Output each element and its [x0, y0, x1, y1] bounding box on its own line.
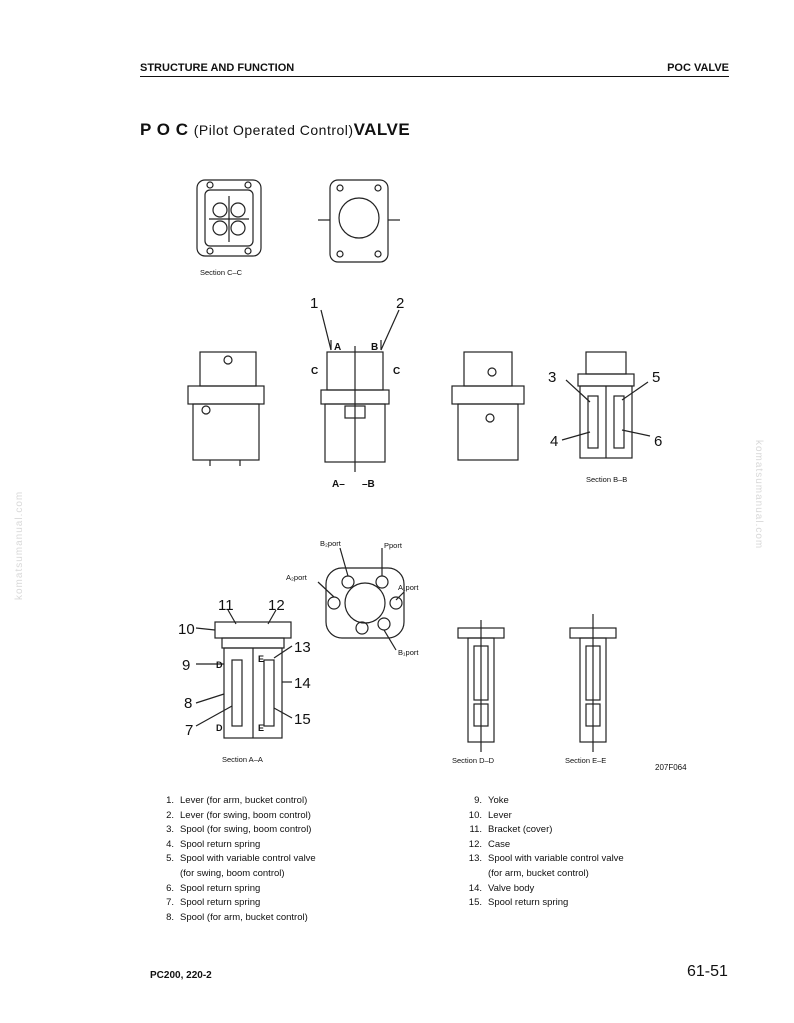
- page-header: STRUCTURE AND FUNCTION POC VALVE: [140, 62, 729, 77]
- label-section-bb: Section B–B: [586, 475, 627, 484]
- legend-item: 8.Spool (for arm, bucket control): [166, 911, 308, 923]
- view-section-aa: [195, 609, 293, 739]
- mark-c-right: C: [393, 366, 400, 377]
- port-b1: B₁port: [398, 648, 419, 657]
- view-top-plan: [318, 179, 400, 263]
- mark-a-top: A: [334, 342, 341, 353]
- figure-code: 207F064: [655, 763, 687, 772]
- view-section-cc: [196, 179, 262, 257]
- legend-item: 2.Lever (for swing, boom control): [166, 809, 311, 821]
- title-end: VALVE: [353, 120, 411, 139]
- callout-8: 8: [184, 695, 192, 712]
- footer-model: PC200, 220-2: [150, 970, 212, 981]
- view-side-left: [187, 351, 265, 466]
- callout-10: 10: [178, 621, 195, 638]
- legend-item: 10.Lever: [468, 809, 512, 821]
- header-section-title: STRUCTURE AND FUNCTION: [140, 62, 295, 74]
- callout-15: 15: [294, 711, 311, 728]
- legend-item: 4.Spool return spring: [166, 838, 261, 850]
- legend-item: 1.Lever (for arm, bucket control): [166, 795, 308, 806]
- mark-c-left: C: [311, 366, 318, 377]
- callout-1: 1: [310, 295, 318, 312]
- view-front-center: [320, 309, 400, 472]
- callout-9: 9: [182, 657, 190, 674]
- legend-item: 15.Spool return spring: [468, 897, 569, 909]
- label-section-aa: Section A–A: [222, 755, 263, 764]
- legend-left: 1.Lever (for arm, bucket control) 2.Leve…: [152, 794, 316, 925]
- callout-3: 3: [548, 369, 556, 386]
- callout-14: 14: [294, 675, 311, 692]
- legend-item: 12.Case: [468, 838, 511, 850]
- legend-item: 11.Bracket (cover): [469, 824, 553, 836]
- view-section-ee: [569, 614, 617, 752]
- callout-12: 12: [268, 597, 285, 614]
- view-side-right: [451, 351, 525, 461]
- mark-a-bottom: A–: [332, 479, 345, 490]
- mark-d-top: D: [216, 660, 223, 670]
- callout-11: 11: [218, 597, 234, 614]
- legend-item: 9.Yoke: [474, 795, 509, 806]
- legend-item: 3.Spool (for swing, boom control): [166, 824, 312, 836]
- callout-2: 2: [396, 295, 404, 312]
- callout-4: 4: [550, 433, 558, 450]
- port-a2: A₂port: [286, 573, 308, 582]
- mark-b-bottom: –B: [362, 479, 375, 490]
- mark-e-top: E: [258, 654, 264, 664]
- legend-item: 5.Spool with variable control valve: [166, 853, 316, 865]
- port-a1: A₁port: [398, 583, 419, 592]
- view-section-dd: [457, 620, 505, 752]
- label-section-cc: Section C–C: [200, 268, 243, 277]
- legend-item: 7.Spool return spring: [166, 897, 261, 909]
- callout-6: 6: [654, 433, 662, 450]
- title-sub: (Pilot Operated Control): [193, 122, 354, 138]
- legend-item: 13.Spool with variable control valve: [468, 853, 624, 865]
- label-section-ee: Section E–E: [565, 756, 606, 765]
- legend-right: 9.Yoke 10.Lever 11.Bracket (cover) 12.Ca…: [460, 794, 624, 911]
- callout-13: 13: [294, 639, 311, 656]
- legend-item: 14.Valve body: [468, 882, 535, 894]
- callout-5: 5: [652, 369, 660, 386]
- footer-page-number: 61-51: [687, 963, 728, 980]
- port-p: Pport: [384, 541, 403, 550]
- legend-item: (for swing, boom control): [180, 867, 285, 879]
- header-page-topic: POC VALVE: [667, 62, 729, 74]
- mark-b-top: B: [371, 342, 378, 353]
- view-section-bb: [561, 351, 651, 459]
- title-main: P O C: [140, 120, 189, 139]
- mark-d-bottom: D: [216, 723, 223, 733]
- legend-item: (for arm, bucket control): [488, 867, 589, 879]
- mark-e-bottom: E: [258, 723, 264, 733]
- page-title: P O C (Pilot Operated Control)VALVE: [140, 120, 410, 140]
- label-section-dd: Section D–D: [452, 756, 495, 765]
- port-b2: B₂port: [320, 539, 342, 548]
- view-port-face: [317, 547, 405, 651]
- legend-item: 6.Spool return spring: [166, 882, 261, 894]
- callout-7: 7: [185, 722, 193, 739]
